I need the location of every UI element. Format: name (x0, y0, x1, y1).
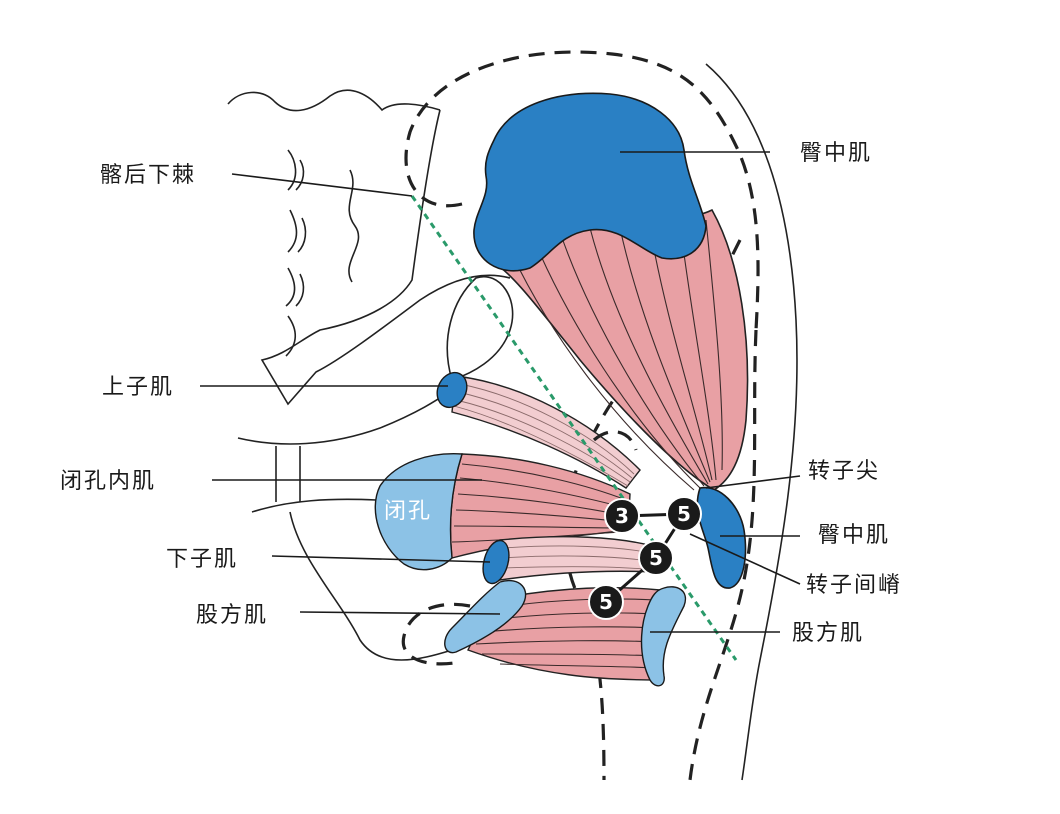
svg-text:3: 3 (615, 504, 629, 528)
svg-text:5: 5 (599, 590, 613, 614)
marker-5-bottom: 5 (588, 584, 624, 620)
label-intertrochanteric-crest: 转子间嵴 (806, 573, 902, 598)
label-greater-trochanter-tip: 转子尖 (808, 459, 880, 484)
marker-5-top: 5 (666, 496, 702, 532)
svg-text:5: 5 (677, 502, 691, 526)
pelvis-outline (227, 89, 514, 661)
label-obturator-internus: 闭孔内肌 (60, 469, 156, 494)
label-quadratus-femoris-left: 股方肌 (196, 603, 268, 628)
gluteus-medius-origin (473, 92, 707, 272)
quadratus-femoris-insertion (640, 586, 687, 687)
label-gluteus-medius-right: 臀中肌 (818, 523, 890, 548)
trochanter-dashed-arc (592, 430, 638, 451)
label-quadratus-femoris-right: 股方肌 (792, 621, 864, 646)
superior-gemellus-attachment (436, 371, 468, 409)
quadratus-femoris-origin (444, 579, 527, 654)
marker-5-middle: 5 (638, 540, 674, 576)
superior-gemellus-muscle (451, 375, 641, 489)
gluteus-medius-insertion (696, 486, 747, 589)
label-gluteus-medius-top: 臀中肌 (800, 141, 872, 166)
label-inferior-gemellus: 下子肌 (166, 547, 238, 572)
label-iliac-spine: 髂后下棘 (100, 163, 196, 188)
inferior-gemellus-attachment (482, 539, 510, 585)
label-superior-gemellus: 上子肌 (102, 375, 174, 400)
marker-connector (605, 512, 687, 604)
marker-3: 3 (604, 498, 640, 534)
svg-text:5: 5 (649, 546, 663, 570)
inferior-gemellus-muscle (499, 536, 661, 581)
thigh-outline (705, 63, 798, 781)
obturator-foramen (374, 453, 463, 571)
label-obturator-foramen: 闭孔 (384, 499, 432, 524)
leader-lines (200, 151, 801, 633)
gluteus-medius-muscle (490, 208, 749, 491)
